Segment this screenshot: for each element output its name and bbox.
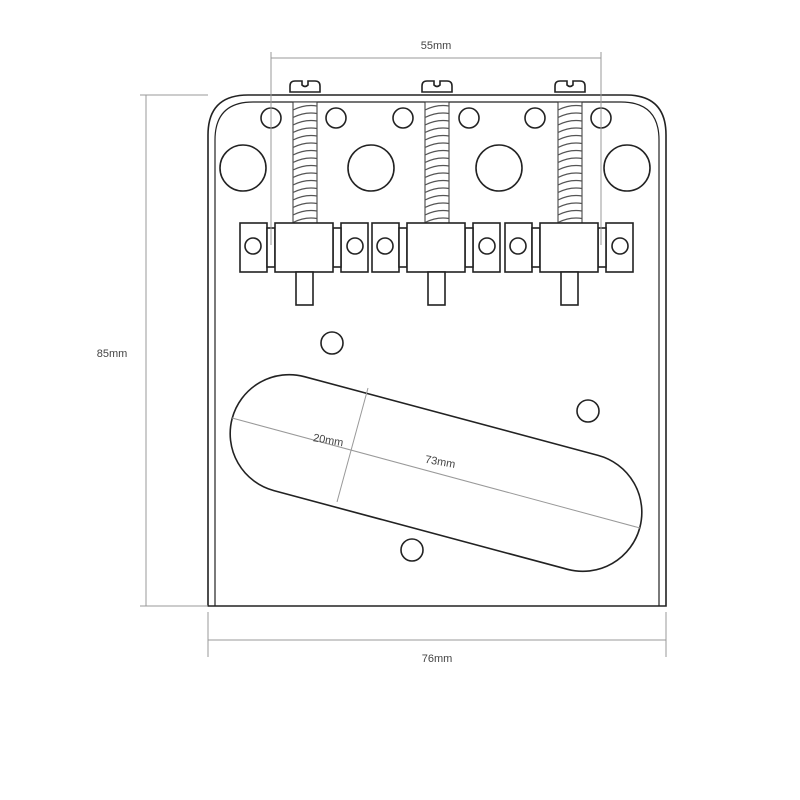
- spring-coil: [424, 142, 450, 149]
- mounting-hole: [320, 331, 344, 355]
- height-screw: [295, 271, 314, 306]
- screw-head: [289, 80, 321, 93]
- spring-coil: [424, 157, 450, 164]
- small-hole: [458, 107, 480, 129]
- saddle-hole: [244, 237, 262, 255]
- spring-coil: [424, 119, 450, 126]
- spring-coil: [557, 172, 583, 179]
- saddle-rod: [398, 227, 408, 268]
- spring-coil: [292, 104, 318, 111]
- small-hole: [325, 107, 347, 129]
- height-screw: [427, 271, 446, 306]
- spring-coil: [292, 194, 318, 201]
- spring-coil: [557, 104, 583, 111]
- spring-coil: [557, 179, 583, 186]
- mounting-hole: [400, 538, 424, 562]
- small-hole: [392, 107, 414, 129]
- saddle-hole: [346, 237, 364, 255]
- large-hole: [603, 144, 651, 192]
- large-hole: [219, 144, 267, 192]
- spring-coil: [292, 157, 318, 164]
- spring-coil: [292, 134, 318, 141]
- width-label: 76mm: [422, 653, 453, 665]
- screw-head: [554, 80, 586, 93]
- spring-coil: [424, 194, 450, 201]
- saddle: [371, 80, 501, 306]
- saddle-rod: [332, 227, 342, 268]
- saddle-body: [406, 222, 466, 273]
- spring-coil: [424, 172, 450, 179]
- spring-coil: [557, 142, 583, 149]
- mounting-holes: [219, 107, 651, 562]
- spring-coil: [557, 194, 583, 201]
- saddle: [239, 80, 369, 306]
- slot-width-label: 20mm: [312, 432, 344, 449]
- spring-coil: [557, 112, 583, 119]
- dimension-76: 76mm: [207, 612, 667, 665]
- spring-coil: [557, 119, 583, 126]
- spring-coil: [557, 127, 583, 134]
- large-hole: [475, 144, 523, 192]
- spring-coil: [424, 127, 450, 134]
- spring-coil: [424, 202, 450, 209]
- spring-coil: [424, 134, 450, 141]
- spring-coil: [557, 187, 583, 194]
- slot-width-line: [336, 387, 369, 503]
- spring-coil: [557, 217, 583, 224]
- spring-coil: [424, 164, 450, 171]
- spring-coil: [557, 157, 583, 164]
- spring-coil: [424, 217, 450, 224]
- mounting-hole: [576, 399, 600, 423]
- spring-coil: [292, 179, 318, 186]
- height-label: 85mm: [97, 348, 128, 360]
- height-screw: [560, 271, 579, 306]
- spring-coil: [557, 134, 583, 141]
- spring-coil: [292, 209, 318, 216]
- saddles: [239, 80, 634, 306]
- slot-length-line: [231, 417, 641, 529]
- spring-coil: [557, 164, 583, 171]
- spring-coil: [557, 149, 583, 156]
- spring-coil: [292, 172, 318, 179]
- spring-coil: [292, 149, 318, 156]
- saddle-hole: [376, 237, 394, 255]
- saddle-hole: [509, 237, 527, 255]
- spring-coil: [557, 209, 583, 216]
- spring-coil: [292, 164, 318, 171]
- spring-coil: [424, 104, 450, 111]
- saddle-hole: [478, 237, 496, 255]
- spring-coil: [292, 187, 318, 194]
- saddle-hole: [611, 237, 629, 255]
- slot-length-label: 73mm: [424, 454, 456, 471]
- spring-coil: [424, 209, 450, 216]
- spring-coil: [424, 187, 450, 194]
- spring-coil: [424, 112, 450, 119]
- spring-coil: [424, 179, 450, 186]
- spring-coil: [292, 119, 318, 126]
- dimension-55: 55mm: [270, 40, 602, 245]
- spring-coil: [292, 112, 318, 119]
- screw-head: [421, 80, 453, 93]
- saddle: [504, 80, 634, 306]
- spring-coil: [292, 142, 318, 149]
- saddle-rod: [597, 227, 607, 268]
- small-hole: [524, 107, 546, 129]
- spring-coil: [557, 202, 583, 209]
- dimension-85: 85mm: [97, 94, 208, 607]
- spring-coil: [292, 127, 318, 134]
- saddle-body: [539, 222, 599, 273]
- spacing-label: 55mm: [421, 40, 452, 52]
- spring-coil: [292, 202, 318, 209]
- saddle-rod: [531, 227, 541, 268]
- spring-coil: [424, 149, 450, 156]
- saddle-body: [274, 222, 334, 273]
- saddle-rod: [464, 227, 474, 268]
- large-hole: [347, 144, 395, 192]
- spring-coil: [292, 217, 318, 224]
